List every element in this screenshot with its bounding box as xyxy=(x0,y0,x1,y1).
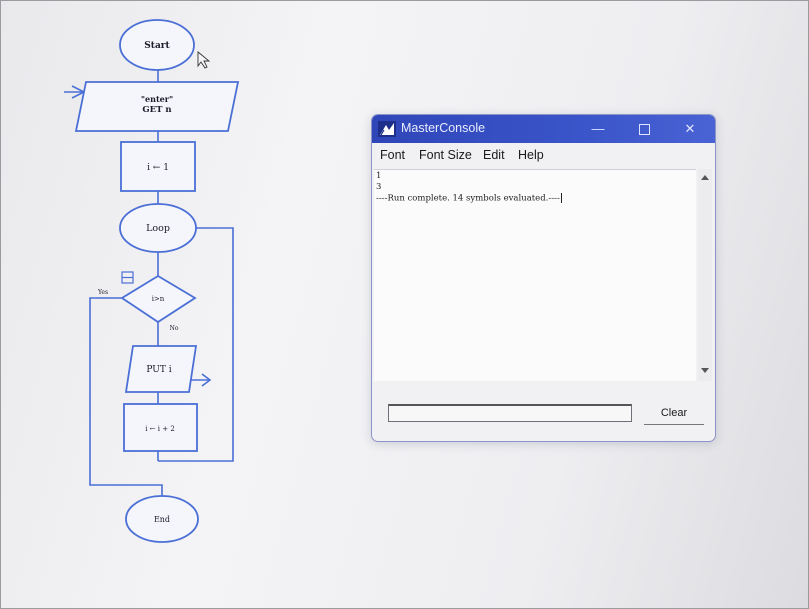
title-bar[interactable]: MasterConsole — ✕ xyxy=(372,115,715,143)
input-parallelogram xyxy=(74,81,240,132)
status-line-row: ----Run complete. 14 symbols evaluated.-… xyxy=(376,193,694,205)
output-line: 3 xyxy=(376,182,382,192)
input-label-2: GET n xyxy=(142,105,171,115)
start-terminal xyxy=(119,19,195,71)
menu-help[interactable]: Help xyxy=(518,148,544,162)
breakpoint-icon[interactable] xyxy=(121,271,134,284)
decision-diamond xyxy=(120,274,197,324)
minimize-icon: — xyxy=(591,121,605,136)
menu-edit[interactable]: Edit xyxy=(483,148,505,162)
flowchart: Start "enter" GET n i ← 1 Loop i>n Yes N… xyxy=(64,19,240,543)
scroll-up-icon[interactable] xyxy=(701,175,709,180)
decision-label: i>n xyxy=(152,295,165,303)
maximize-icon xyxy=(638,124,650,136)
app-icon xyxy=(378,121,396,137)
close-button[interactable]: ✕ xyxy=(672,118,708,140)
status-line: ----Run complete. 14 symbols evaluated.-… xyxy=(376,193,560,204)
input-label-1: "enter" xyxy=(141,94,173,104)
scroll-down-icon[interactable] xyxy=(701,368,709,373)
menu-font[interactable]: Font xyxy=(380,148,406,162)
end-label: End xyxy=(154,515,170,524)
yes-label: Yes xyxy=(97,289,108,296)
output-line: 1 xyxy=(376,171,382,181)
start-label: Start xyxy=(144,41,170,51)
console-input[interactable] xyxy=(388,404,632,422)
loop-label: Loop xyxy=(146,223,170,234)
window-title: MasterConsole xyxy=(401,121,486,135)
assign-box-2 xyxy=(123,403,198,452)
vertical-scrollbar[interactable] xyxy=(698,169,712,381)
loop-node xyxy=(119,203,197,253)
master-console-window: MasterConsole — ✕ Font Font Size Edit He… xyxy=(371,114,716,442)
close-icon: ✕ xyxy=(684,121,696,136)
console-output[interactable]: 1 3 ----Run complete. 14 symbols evaluat… xyxy=(374,169,696,381)
output-label: PUT i xyxy=(146,365,171,375)
menu-bar: Font Font Size Edit Help xyxy=(372,145,715,167)
maximize-button[interactable] xyxy=(626,118,662,140)
text-caret xyxy=(560,193,562,203)
minimize-button[interactable]: — xyxy=(580,118,616,140)
menu-font-size[interactable]: Font Size xyxy=(419,148,472,162)
mouse-cursor-icon xyxy=(197,51,211,69)
no-label: No xyxy=(170,325,179,332)
clear-button[interactable]: Clear xyxy=(644,402,704,425)
assign-box-1 xyxy=(120,141,196,192)
output-parallelogram xyxy=(124,345,198,393)
end-terminal xyxy=(125,495,199,543)
assign-label-2: i ← i + 2 xyxy=(145,425,175,433)
assign-label-1: i ← 1 xyxy=(147,163,169,173)
